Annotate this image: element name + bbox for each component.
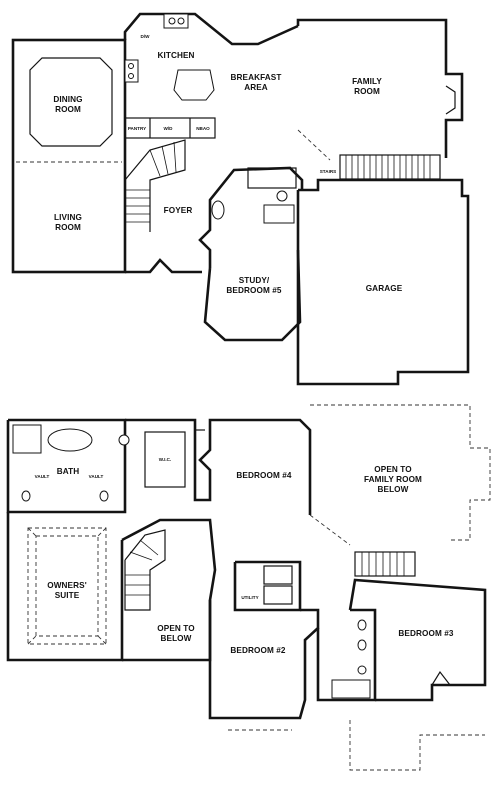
first-floor-plan: [11, 12, 470, 386]
upper-stairs: [124, 529, 166, 611]
label-open-family-2: FAMILY ROOM: [364, 475, 422, 484]
label-foyer: FOYER: [164, 206, 193, 215]
label-dining-1: DINING: [53, 95, 82, 104]
label-breakfast-2: AREA: [244, 83, 268, 92]
label-study-2: BEDROOM #5: [226, 286, 281, 295]
label-wic: W.I.C.: [159, 457, 172, 462]
label-wd: W/D: [164, 126, 174, 131]
landing-stairs: [354, 551, 416, 577]
dining-living-walls: [11, 38, 127, 274]
main-stairs: [124, 139, 186, 232]
label-breakfast-1: BREAKFAST: [231, 73, 282, 82]
kitchen-island: [173, 69, 215, 101]
label-family-1: FAMILY: [352, 77, 382, 86]
family-stairs: [339, 154, 441, 180]
label-stairs: STAIRS: [320, 169, 337, 174]
label-garage: GARAGE: [366, 284, 403, 293]
label-bedroom2: BEDROOM #2: [230, 646, 285, 655]
label-open-family-1: OPEN TO: [374, 465, 412, 474]
garage-walls: [296, 178, 470, 386]
label-living-2: ROOM: [55, 223, 81, 232]
label-family-2: ROOM: [354, 87, 380, 96]
label-dw: D/W: [141, 34, 151, 39]
label-study-1: STUDY/: [239, 276, 270, 285]
label-pantry: PANTRY: [128, 126, 146, 131]
label-living-1: LIVING: [54, 213, 82, 222]
second-floor-plan: [6, 404, 491, 771]
label-bedroom4: BEDROOM #4: [236, 471, 291, 480]
dining-tray-ceiling: [29, 57, 113, 147]
room-labels: KITCHEN BREAKFAST AREA FAMILY ROOM DININ…: [35, 34, 454, 655]
label-open-below-1: OPEN TO: [157, 624, 195, 633]
label-utility: UTILITY: [241, 595, 258, 600]
label-vault-left: VAULT: [35, 474, 50, 479]
label-owners-1: OWNERS': [47, 581, 87, 590]
label-open-below-2: BELOW: [161, 634, 192, 643]
label-nbao: NBAO: [196, 126, 210, 131]
label-bath: BATH: [57, 467, 80, 476]
label-bedroom3: BEDROOM #3: [398, 629, 453, 638]
label-owners-2: SUITE: [55, 591, 80, 600]
label-open-family-3: BELOW: [378, 485, 409, 494]
label-vault-right: VAULT: [89, 474, 104, 479]
label-dining-2: ROOM: [55, 105, 81, 114]
label-kitchen: KITCHEN: [157, 51, 194, 60]
